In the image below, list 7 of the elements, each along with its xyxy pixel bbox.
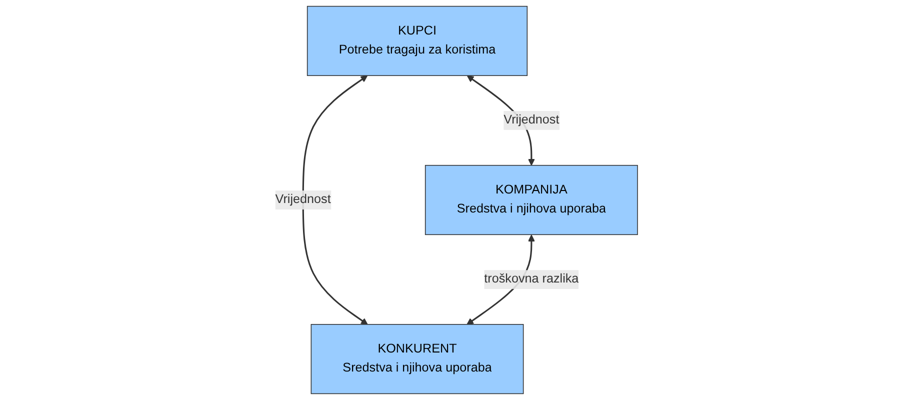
- arrow: [302, 75, 368, 325]
- edge-label: Vrijednost: [503, 113, 559, 127]
- node-box: KUPCI Potrebe tragaju za koristima: [306, 6, 528, 76]
- node-box: KOMPANIJA Sredstva i njihova uporaba: [424, 164, 638, 236]
- edge-label: troškovna razlika: [484, 272, 578, 286]
- node-box: KONKURENT Sredstva i njihova uporaba: [310, 324, 524, 394]
- edge-label: Vrijednost: [274, 192, 330, 206]
